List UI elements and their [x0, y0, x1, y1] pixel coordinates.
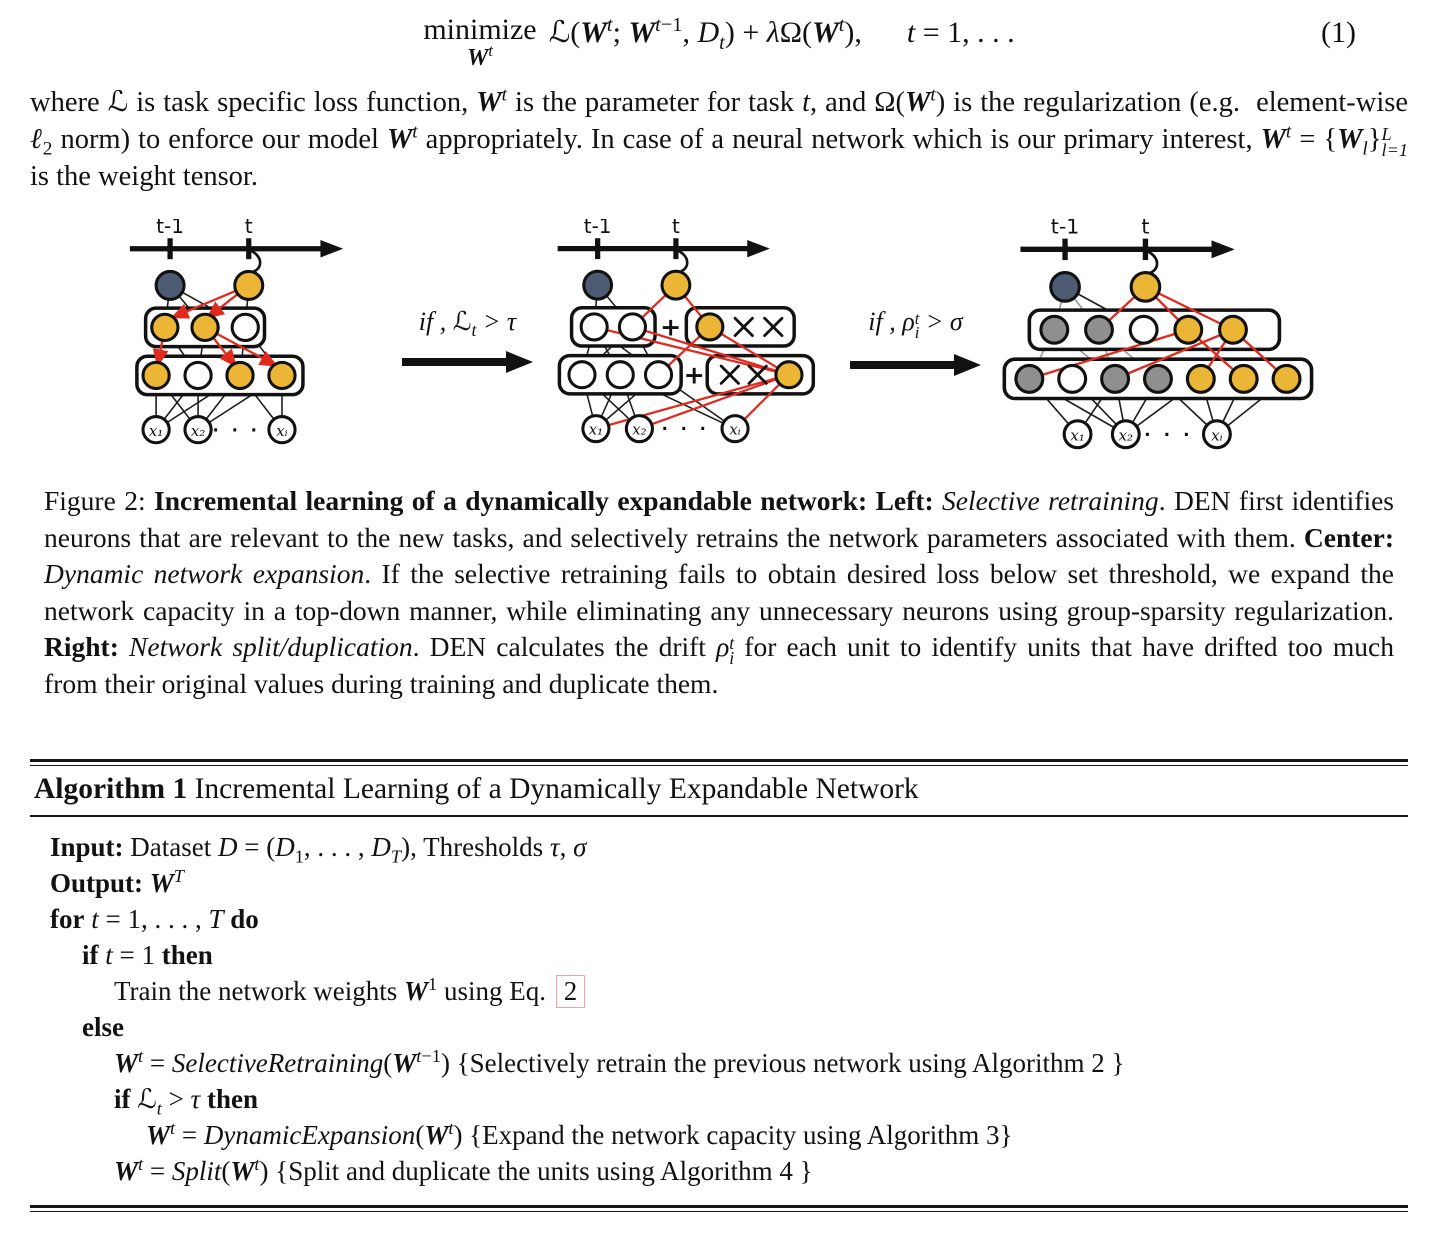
algorithm-line: Input: Dataset D = (D1, . . . , DT), Thr… — [50, 831, 587, 866]
algorithm-top-rule-thin — [30, 764, 1408, 766]
panel-dynamic-expansion: t-1 t — [557, 219, 815, 444]
minimize-subscript: Wt — [467, 40, 493, 71]
input-label-x1: x₁ — [148, 422, 162, 440]
input-ellipsis: · · · — [212, 421, 260, 440]
equation-operator: minimize Wt — [423, 14, 536, 70]
timeline: t-1 t — [557, 219, 770, 274]
algorithm-lines: Input: Dataset D = (D1, . . . , DT), Thr… — [30, 817, 1408, 1205]
algorithm-line: Train the network weights W1 using Eq. 2 — [114, 973, 1408, 1009]
input-label-x2: x₂ — [632, 422, 646, 439]
minimize-operator: minimize — [423, 13, 537, 46]
timeline-label-t: t — [671, 219, 679, 238]
input-label-xi: xᵢ — [1211, 427, 1223, 445]
equation-1: minimize Wt ℒ(Wt; Wt−1, Dt) + λΩ(Wt), t … — [30, 14, 1408, 70]
timeline-label-t: t — [1141, 219, 1149, 238]
algorithm-mid-rule — [30, 814, 1408, 817]
thick-arrow-icon — [849, 353, 981, 376]
input-units: x₁ x₂ xᵢ · · · — [580, 414, 750, 444]
plus-expansion-layer1: + — [683, 361, 704, 390]
timeline-label-t-1: t-1 — [583, 219, 611, 238]
unit-task-t-1 — [1048, 271, 1081, 303]
algorithm-line: Wt = SelectiveRetraining(Wt−1) {Selectiv… — [114, 1045, 1125, 1078]
eq2-reference-link[interactable]: 2 — [555, 974, 586, 1008]
timeline-label-t-1: t-1 — [156, 219, 184, 238]
unit-task-t — [1129, 271, 1161, 303]
body-paragraph: where ℒ is task specific loss function, … — [30, 84, 1408, 193]
timeline-arrowhead — [319, 240, 343, 258]
timeline-label-t-1: t-1 — [1050, 219, 1079, 238]
condition-arrow-1: if , ℒt > τ — [394, 307, 542, 375]
figure-2-diagram: t-1 t — [30, 219, 1408, 453]
input-ellipsis: · · · — [661, 420, 709, 439]
input-label-x2: x₂ — [1118, 427, 1133, 445]
algorithm-line: Output: WT — [50, 865, 185, 898]
input-label-xi: xᵢ — [276, 422, 287, 440]
thick-arrow-icon — [401, 351, 533, 374]
algorithm-line: if t = 1 then — [82, 939, 213, 970]
pruned-units — [719, 317, 783, 386]
algorithm-line: Wt = DynamicExpansion(Wt) {Expand the ne… — [146, 1117, 1013, 1150]
input-units: x₁ x₂ xᵢ · · · — [140, 415, 297, 445]
equation-body: ℒ(Wt; Wt−1, Dt) + λΩ(Wt), t = 1, . . . — [548, 14, 1015, 54]
input-label-x1: x₁ — [588, 422, 602, 439]
unit-task-t — [232, 270, 264, 302]
panel-split-duplication: t-1 t — [1002, 219, 1313, 450]
algorithm-1: Algorithm 1 Incremental Learning of a Dy… — [30, 758, 1408, 1212]
units — [140, 270, 297, 391]
input-label-x1: x₁ — [1070, 427, 1085, 445]
condition-1-label: if , ℒt > τ — [418, 307, 517, 341]
algorithm-bottom-rule-thin — [30, 1210, 1408, 1212]
timeline: t-1 t — [1019, 219, 1235, 275]
algorithm-line: if ℒt > τ then — [114, 1083, 258, 1118]
algorithm-line: for t = 1, . . . , T do — [50, 903, 259, 934]
input-label-xi: xᵢ — [729, 422, 740, 439]
algorithm-line: else — [82, 1011, 124, 1042]
input-label-x2: x₂ — [190, 422, 204, 440]
units — [566, 269, 804, 390]
plus-expansion-layer2: + — [660, 313, 681, 342]
equation-number: (1) — [1321, 16, 1356, 49]
timeline-label-t: t — [244, 219, 252, 238]
unit-task-t-1 — [581, 269, 613, 301]
algorithm-title: Algorithm 1 Incremental Learning of a Dy… — [34, 772, 919, 805]
unit-task-t — [659, 269, 691, 301]
timeline: t-1 t — [129, 219, 343, 274]
input-ellipsis: · · · — [1144, 425, 1193, 445]
algorithm-top-rule — [30, 758, 1408, 762]
panel-selective-retraining: t-1 t — [129, 219, 343, 445]
algorithm-line: Wt = Split(Wt) {Split and duplicate the … — [114, 1153, 813, 1186]
units — [1013, 271, 1302, 395]
input-units: x₁ x₂ xᵢ · · · — [1062, 419, 1232, 450]
algorithm-bottom-rule — [30, 1204, 1408, 1208]
figure-2-caption: Figure 2: Incremental learning of a dyna… — [44, 485, 1395, 700]
unit-task-t-1 — [154, 270, 186, 302]
